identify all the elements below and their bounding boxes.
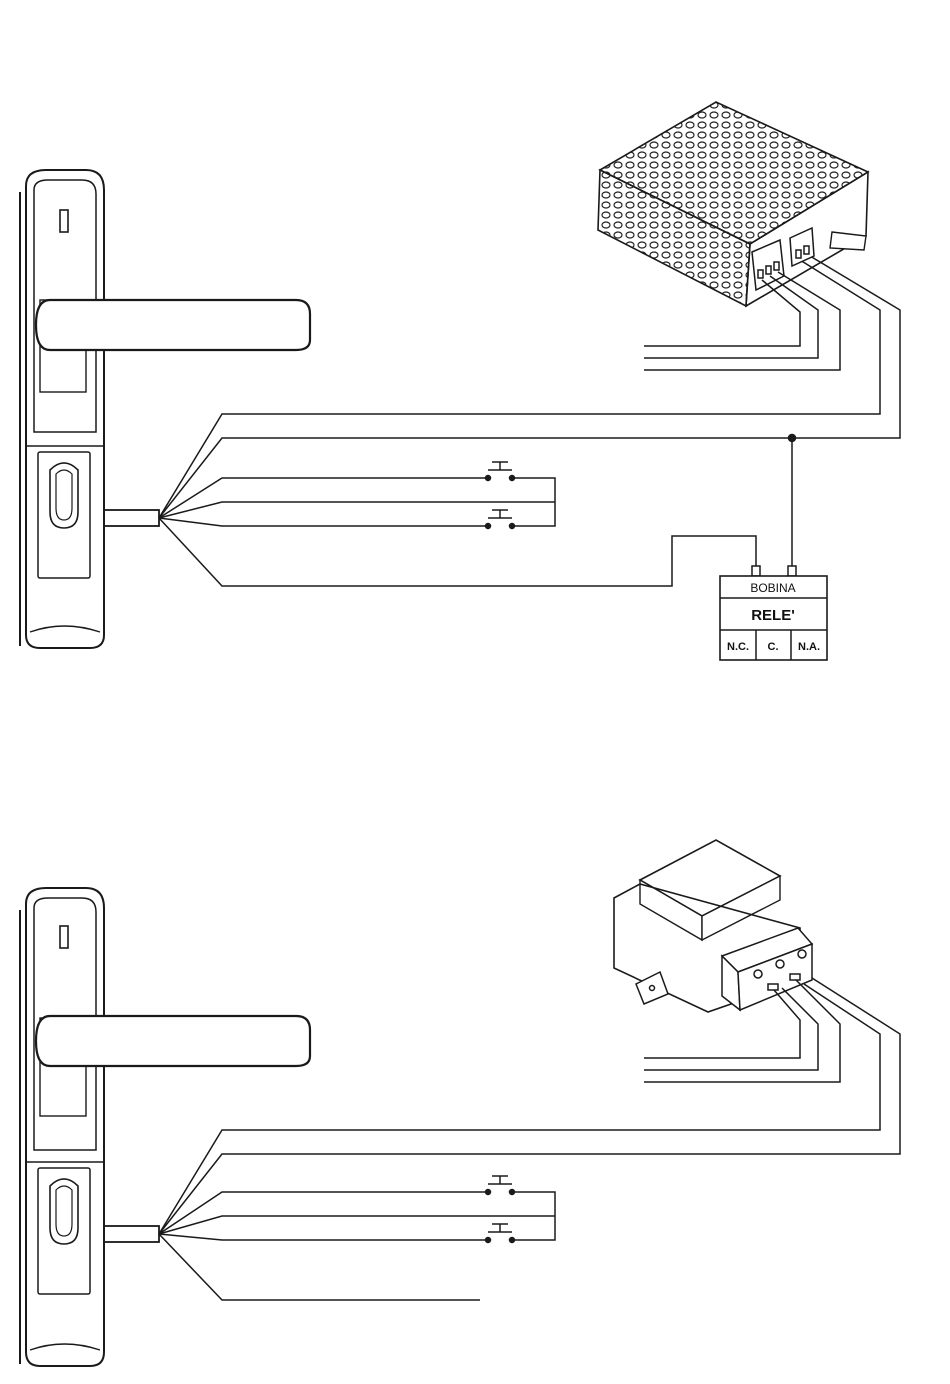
transformer (614, 840, 812, 1012)
push-button-2-bottom (486, 1216, 556, 1243)
relay-box: BOBINA RELE' N.C. C. N.A. (720, 576, 827, 660)
terminal-block-input (790, 228, 814, 266)
top-diagram: BOBINA RELE' N.C. C. N.A. (20, 102, 900, 660)
relay-contact-nc: N.C. (727, 641, 749, 653)
bottom-diagram (20, 840, 900, 1366)
relay-contact-na: N.A. (798, 641, 820, 653)
door-handle-bottom (20, 888, 310, 1366)
relay-coil-label: BOBINA (750, 581, 795, 595)
push-button-1-bottom (486, 1176, 556, 1216)
relay-contact-c: C. (768, 641, 779, 653)
push-button-2-top (486, 502, 556, 529)
door-handle-top (20, 170, 310, 648)
switching-power-supply (598, 102, 868, 306)
push-button-1-top (486, 462, 556, 502)
relay-name-label: RELE' (751, 607, 795, 624)
relay-coil-wiring (752, 435, 796, 577)
